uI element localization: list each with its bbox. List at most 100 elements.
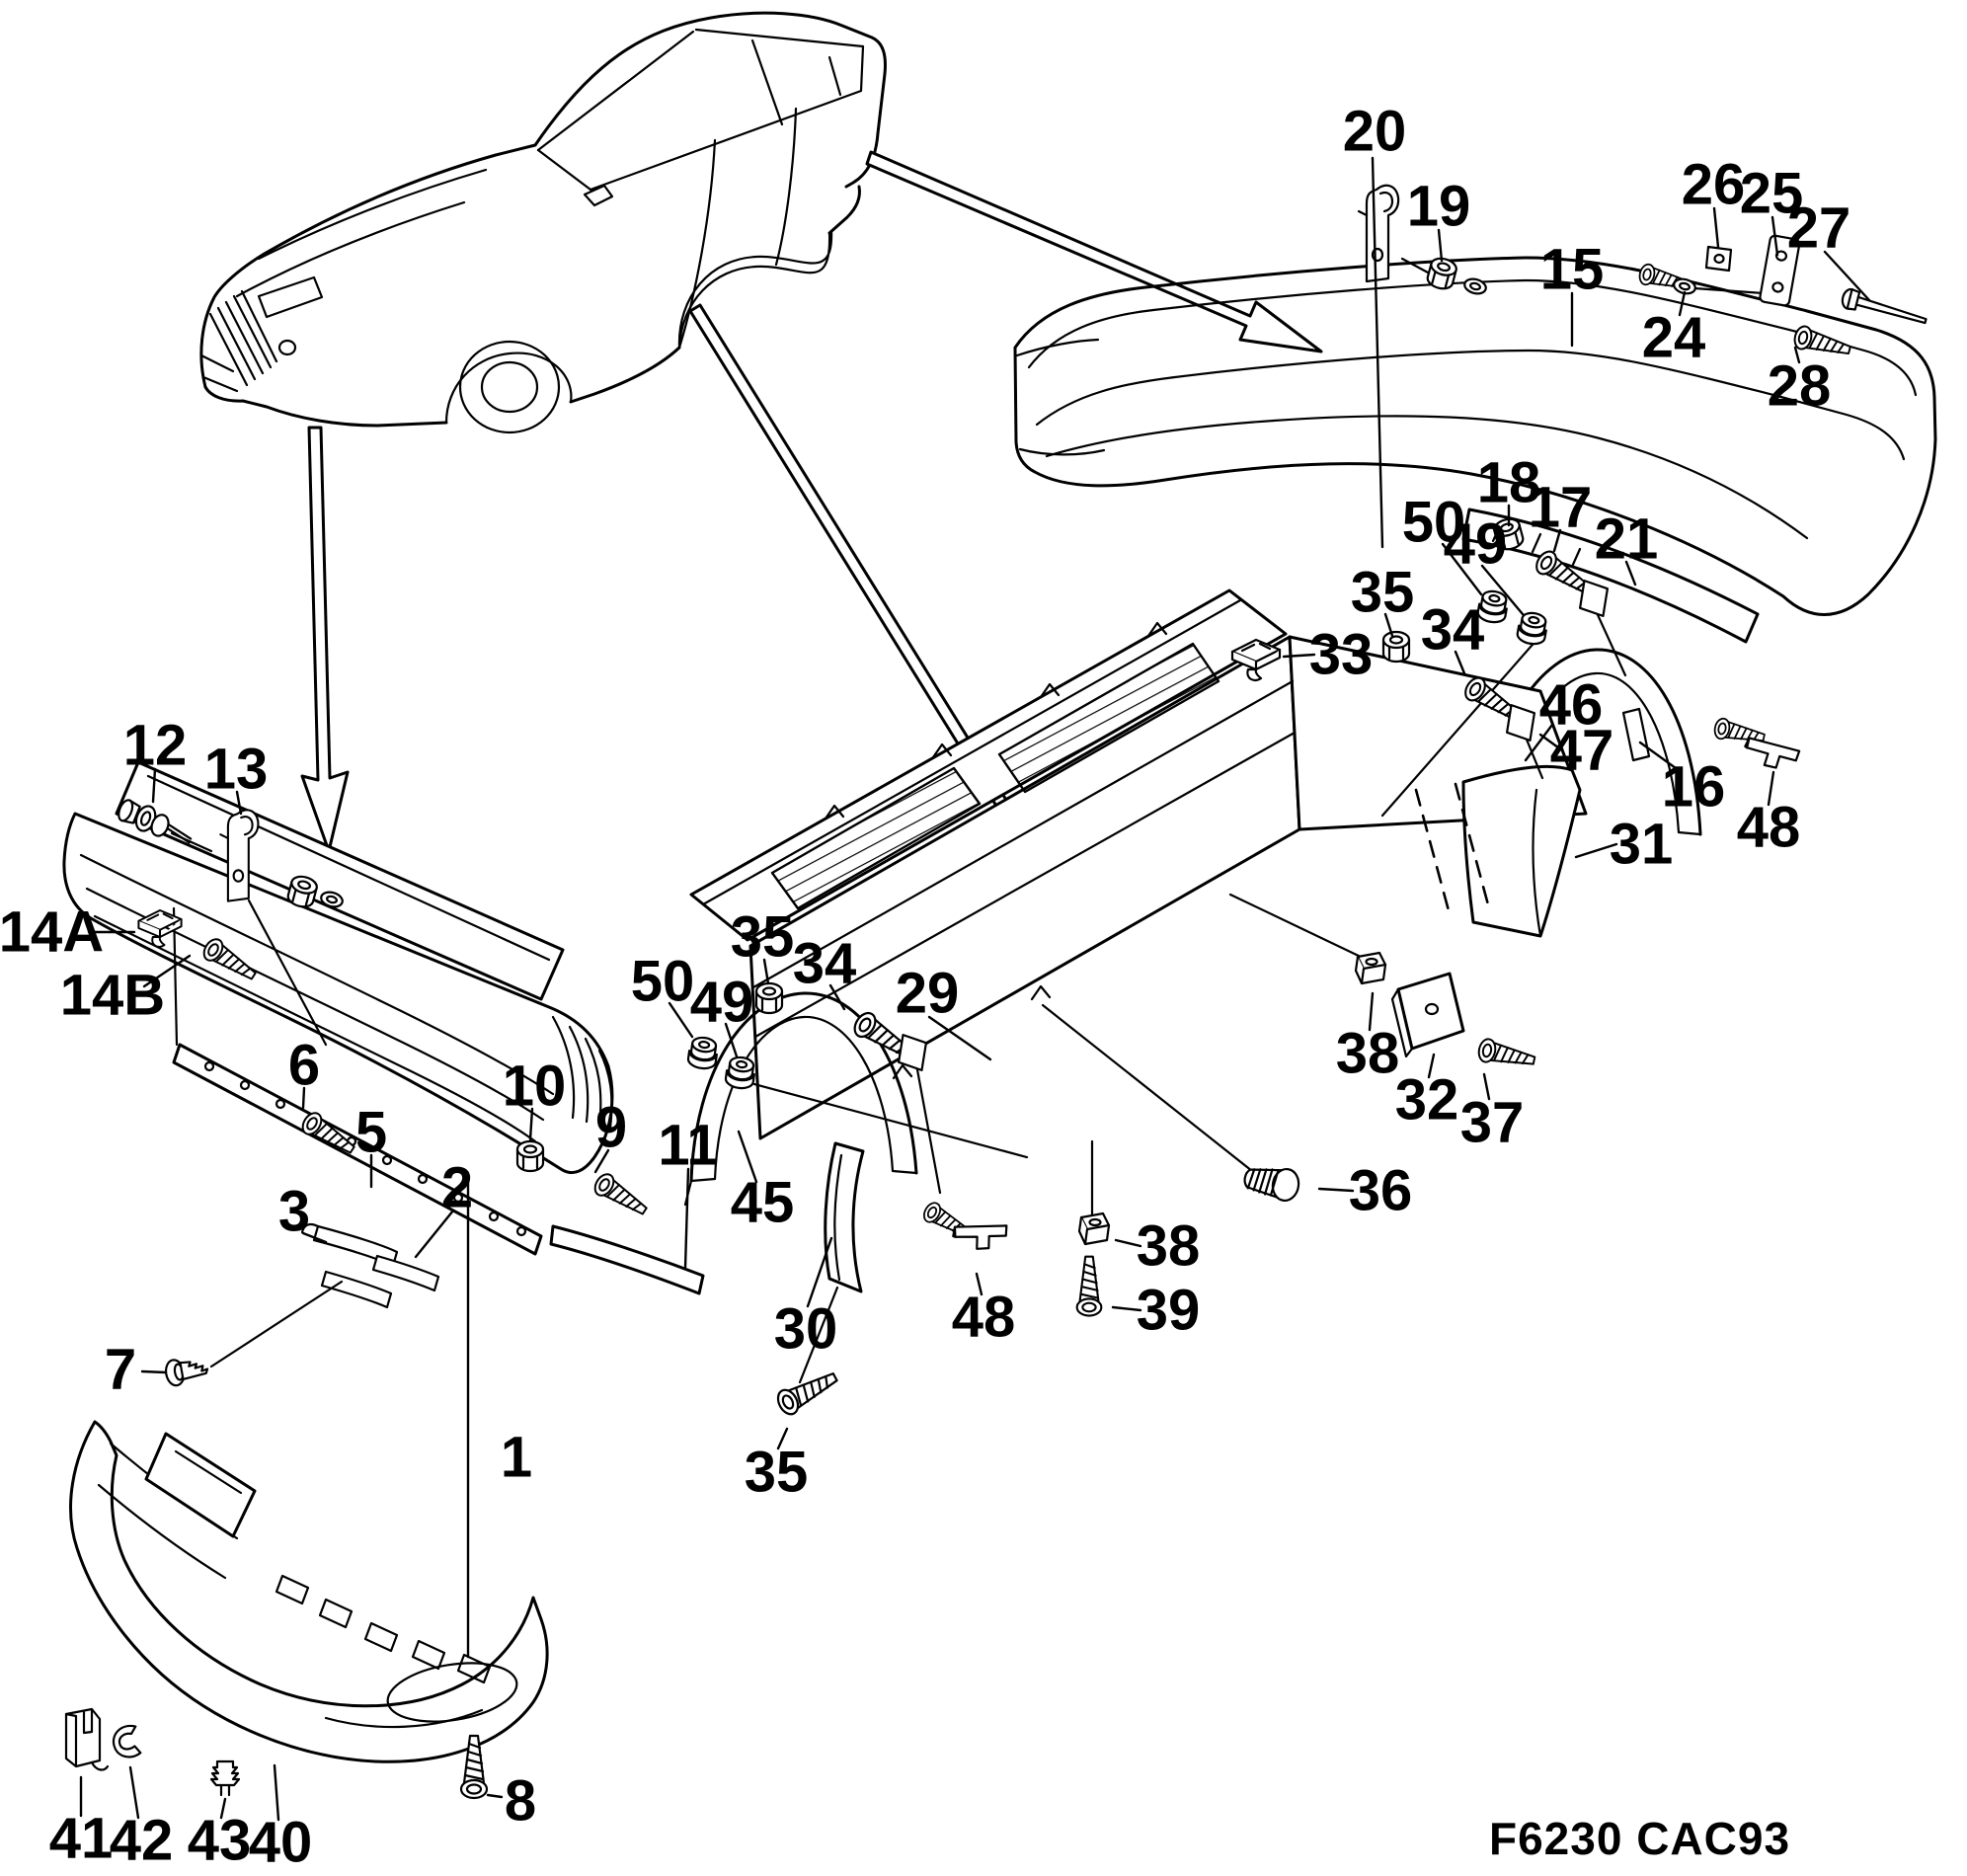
leader-line-7 [140,1369,168,1374]
screw-34r-icon [1464,676,1522,722]
sill-moulding-drawing [549,588,1588,1295]
leader-line-45 [737,1130,758,1184]
screw-28-icon [1793,325,1851,355]
callout-27: 27 [1787,196,1851,261]
screw-48r-icon [1713,717,1766,742]
bracket-41-icon [64,1707,110,1771]
screw-9-icon [593,1173,648,1215]
dashed-mounting-lines [1414,782,1491,916]
leader-line-35 [762,958,770,985]
callout-20: 20 [1343,100,1407,164]
leader-line-49 [724,1022,739,1058]
leader-line-33 [1282,653,1316,659]
screw-35b-icon [776,1372,838,1416]
leader-line-40 [273,1763,280,1822]
leader-line-10 [528,1107,534,1141]
bolt-washers-12-icon [118,799,193,844]
rubber-strip-16 [1621,707,1651,762]
impact-strip-5 [172,1043,543,1256]
screw-37-icon [1477,1038,1536,1065]
screw-39-icon [1075,1255,1103,1317]
spoiler-tabs [275,1574,492,1684]
leader-line-19 [1437,228,1444,263]
callout-35: 35 [745,1441,809,1505]
callout-45: 45 [731,1171,795,1235]
leader-line-50 [668,1001,694,1039]
leader-line-34 [1454,650,1466,675]
leader-line-39 [1111,1305,1142,1312]
callout-14B: 14B [60,964,165,1028]
leader-line-38 [1114,1238,1142,1248]
callout-32: 32 [1395,1068,1459,1133]
tread-insert-right [997,642,1220,794]
callout-40: 40 [249,1811,313,1875]
callout-11: 11 [658,1114,718,1178]
callout-28: 28 [1768,354,1832,419]
callout-25: 25 [1740,162,1804,226]
front-bumper-drawing [62,760,614,1309]
leader-line-3 [301,1231,328,1244]
screw-24-icon [1638,263,1691,289]
leader-line-38 [1368,991,1375,1032]
callout-35: 35 [1351,561,1415,625]
figure-code: F6230 CAC93 [1489,1813,1790,1864]
washer-13-icon [320,891,344,908]
leader-line-14B [142,954,192,988]
leader-line-11 [683,1167,690,1270]
leader-line-48 [975,1272,984,1296]
callout-29: 29 [896,962,960,1026]
callout-19: 19 [1407,175,1471,239]
construction-line [209,1280,344,1368]
nut-18-icon [1493,517,1525,551]
callout-16: 16 [1662,755,1726,820]
leader-line-36 [1317,1187,1355,1193]
construction-line [1592,604,1627,677]
leader-line-50 [1441,542,1483,596]
mud-flap-31 [1461,764,1582,938]
leader-line-49 [1480,564,1525,616]
plug-43-icon [209,1759,241,1797]
leader-line-47 [1538,733,1564,752]
callout-48: 48 [1737,796,1801,860]
leader-line-27 [1823,250,1871,302]
arrow-to-rear-bumper [865,150,1323,353]
square-nut-38u-icon [1354,951,1387,985]
construction-line [1523,733,1544,780]
leader-line-35 [1383,612,1394,638]
plate-34c-icon [897,1034,928,1071]
callout-1: 1 [501,1426,532,1490]
callout-26: 26 [1682,153,1746,217]
push-rivet-7-icon [164,1359,209,1387]
callout-5: 5 [355,1101,387,1165]
construction-line [914,1062,942,1195]
trim-strip-2 [371,1254,440,1292]
callout-3: 3 [278,1180,310,1244]
arrow-to-front-bumper [300,426,350,853]
callout-18: 18 [1477,451,1541,515]
nut-19-icon [1426,257,1457,290]
leader-line-26 [1712,206,1720,249]
callout-43: 43 [188,1809,252,1873]
leader-line-12 [151,767,157,804]
pin-27-icon [1841,287,1928,325]
callout-10: 10 [503,1055,567,1119]
grommet-50c-icon [686,1036,718,1070]
callout-31: 31 [1610,813,1674,877]
callout-47: 47 [1550,719,1614,783]
screw-34c-icon [853,1011,913,1058]
mud-flap-30 [824,1141,865,1293]
callout-36: 36 [1349,1159,1413,1223]
callout-49: 49 [690,971,754,1035]
leader-line-48 [1767,770,1775,807]
leader-line-46 [1524,723,1554,762]
dashed-line [1414,788,1452,916]
leader-line-30 [806,1236,833,1308]
leader-line-2 [414,1209,455,1259]
dashed-line [1454,782,1491,910]
trim-strip-2b [320,1270,393,1309]
construction-line [752,1082,1029,1159]
front-spoiler-drawing [69,1420,549,1763]
callout-15: 15 [1540,238,1605,302]
